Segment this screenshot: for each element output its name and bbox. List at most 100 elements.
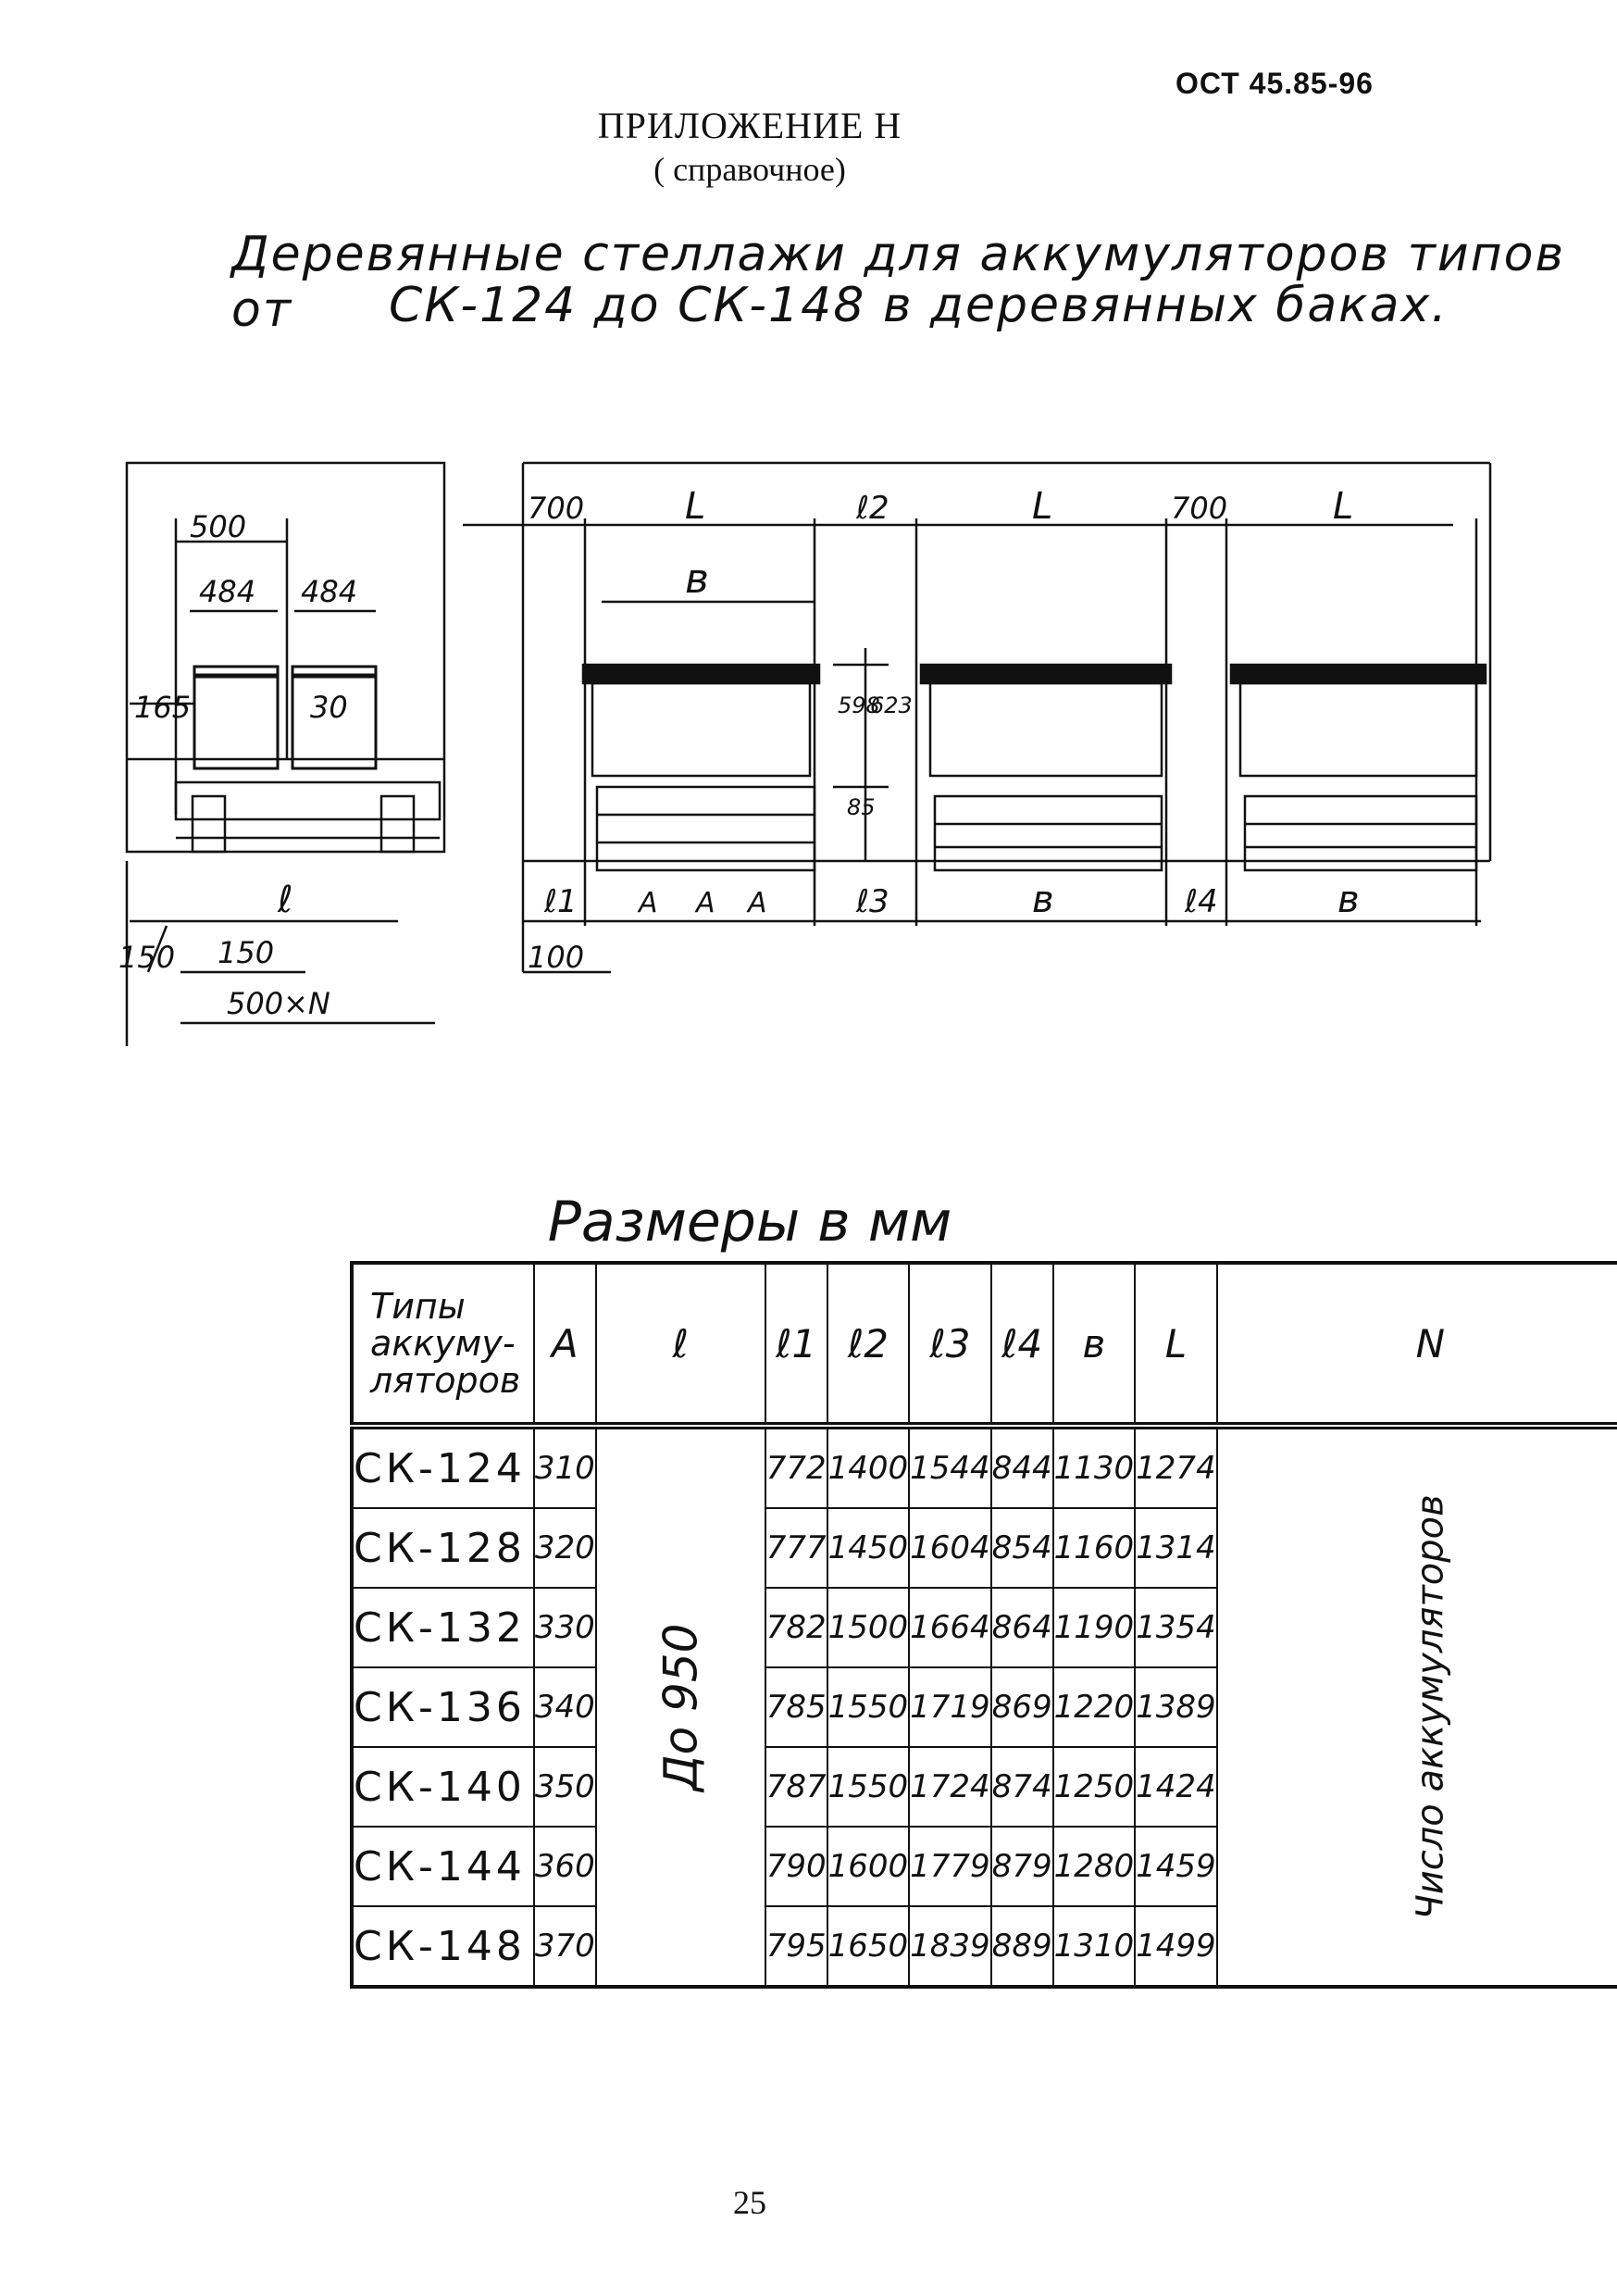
cell-b: 1130	[1051, 1425, 1137, 1509]
dim-623: 623	[870, 693, 913, 718]
header-l: ℓ	[594, 1262, 766, 1429]
header-b: в	[1051, 1262, 1137, 1429]
dim-85: 85	[847, 794, 876, 820]
dim-l1: ℓ1	[543, 883, 578, 920]
dim-l3: ℓ3	[855, 883, 889, 920]
header-N: N	[1215, 1262, 1617, 1429]
cell-l2: 1400	[826, 1425, 911, 1509]
cell-A: 360	[532, 1826, 597, 1907]
cell-L: 1354	[1134, 1587, 1218, 1668]
cell-L: 1274	[1134, 1425, 1218, 1509]
dim-150: 150	[218, 935, 274, 970]
cell-b: 1280	[1051, 1826, 1137, 1907]
appendix-subtitle: ( справочное)	[653, 151, 846, 188]
cell-L: 1459	[1134, 1826, 1218, 1907]
header-l3: ℓ3	[908, 1262, 992, 1429]
dim-b-1: в	[1032, 879, 1054, 921]
cell-N-merged: Число аккумуляторов	[1215, 1425, 1617, 1988]
side-view	[125, 461, 446, 1046]
cell-b: 1220	[1051, 1666, 1137, 1748]
header-l4: ℓ4	[989, 1262, 1054, 1429]
dim-598: 598	[838, 693, 880, 718]
cell-l3: 1544	[908, 1425, 992, 1509]
l-value: До 950	[653, 1623, 708, 1791]
dim-b-2: в	[1337, 879, 1360, 921]
drawing-heading-line-2: СК-124 до СК-148 в деревянных баках.	[389, 278, 1449, 333]
cell-type: СК-136	[351, 1666, 535, 1748]
header-l2: ℓ2	[826, 1262, 911, 1429]
dim-500: 500	[190, 509, 246, 544]
cell-type: СК-124	[351, 1425, 535, 1509]
cell-l2: 1600	[826, 1826, 911, 1907]
cell-l1: 782	[764, 1587, 828, 1668]
dimensions-table: Типы аккуму- ляторов A ℓ ℓ1 ℓ2 ℓ3 ℓ4 в L…	[350, 1261, 1617, 1989]
dim-100: 100	[528, 940, 584, 975]
drawing-heading-line-1: Деревянные стеллажи для аккумуляторов ти…	[231, 227, 1566, 338]
cell-l3: 1839	[908, 1905, 992, 1988]
table-row: СК-136 340 785 1550 1719 869 1220 1389	[351, 1666, 1617, 1748]
dim-484-right: 484	[301, 574, 357, 609]
cell-l3: 1719	[908, 1666, 992, 1748]
cell-type: СК-148	[351, 1905, 535, 1988]
header-L: L	[1134, 1262, 1218, 1429]
cell-l1: 787	[764, 1746, 828, 1828]
cell-b: 1250	[1051, 1746, 1137, 1828]
cell-b: 1310	[1051, 1905, 1137, 1988]
table-row: СК-128 320 777 1450 1604 854 1160 1314	[351, 1507, 1617, 1589]
dim-l2: ℓ2	[855, 490, 889, 527]
cell-l2: 1650	[826, 1905, 911, 1988]
dim-165: 165	[134, 690, 191, 725]
cell-l3: 1604	[908, 1507, 992, 1589]
document-code: ОСТ 45.85-96	[1175, 67, 1374, 100]
cell-l1: 795	[764, 1905, 828, 1988]
cell-l2: 1550	[826, 1666, 911, 1748]
dim-700-left: 700	[528, 491, 584, 526]
dim-b-top: в	[685, 555, 709, 603]
cell-A: 340	[532, 1666, 597, 1748]
cell-l4: 864	[989, 1587, 1054, 1668]
dim-A-1: A	[637, 887, 658, 919]
dim-150-left: 150	[118, 940, 175, 975]
cell-l4: 889	[989, 1905, 1054, 1988]
cell-l2: 1550	[826, 1746, 911, 1828]
table-title: Размеры в мм	[547, 1190, 952, 1254]
cell-type: СК-144	[351, 1826, 535, 1907]
cell-l4: 844	[989, 1425, 1054, 1509]
header-types: Типы аккуму- ляторов	[351, 1262, 535, 1429]
dim-A-3: A	[746, 887, 767, 919]
dim-L-3: L	[1333, 485, 1353, 528]
dim-L-2: L	[1032, 485, 1052, 528]
cell-l2: 1500	[826, 1587, 911, 1668]
header-A: A	[532, 1262, 597, 1429]
front-view	[463, 461, 1492, 974]
table-header-row: Типы аккуму- ляторов A ℓ ℓ1 ℓ2 ℓ3 ℓ4 в L…	[351, 1262, 1617, 1429]
cell-type: СК-128	[351, 1507, 535, 1589]
table-row: СК-132 330 782 1500 1664 864 1190 1354	[351, 1587, 1617, 1668]
dim-500xN: 500×N	[227, 986, 330, 1021]
cell-l3: 1724	[908, 1746, 992, 1828]
table-row: СК-148 370 795 1650 1839 889 1310 1499	[351, 1905, 1617, 1988]
cell-l4: 869	[989, 1666, 1054, 1748]
cell-l1: 777	[764, 1507, 828, 1589]
cell-l4: 879	[989, 1826, 1054, 1907]
dim-L-1: L	[685, 485, 705, 528]
cell-L: 1389	[1134, 1666, 1218, 1748]
dim-700-right: 700	[1171, 491, 1227, 526]
table-row: СК-124 310 До 950 772 1400 1544 844 1130…	[351, 1425, 1617, 1988]
cell-L: 1499	[1134, 1905, 1218, 1988]
cell-l1: 772	[764, 1425, 828, 1509]
cell-A: 370	[532, 1905, 597, 1988]
cell-type: СК-140	[351, 1746, 535, 1828]
dim-l4: ℓ4	[1184, 883, 1218, 920]
dim-30: 30	[310, 690, 348, 725]
cell-L: 1314	[1134, 1507, 1218, 1589]
cell-type: СК-132	[351, 1587, 535, 1668]
cell-l4: 854	[989, 1507, 1054, 1589]
appendix-title: ПРИЛОЖЕНИЕ Н	[597, 105, 902, 146]
cell-b: 1190	[1051, 1587, 1137, 1668]
dim-484-left: 484	[199, 574, 255, 609]
table-row: СК-140 350 787 1550 1724 874 1250 1424	[351, 1746, 1617, 1828]
cell-l3: 1664	[908, 1587, 992, 1668]
cell-l1: 790	[764, 1826, 828, 1907]
header-l1: ℓ1	[764, 1262, 828, 1429]
